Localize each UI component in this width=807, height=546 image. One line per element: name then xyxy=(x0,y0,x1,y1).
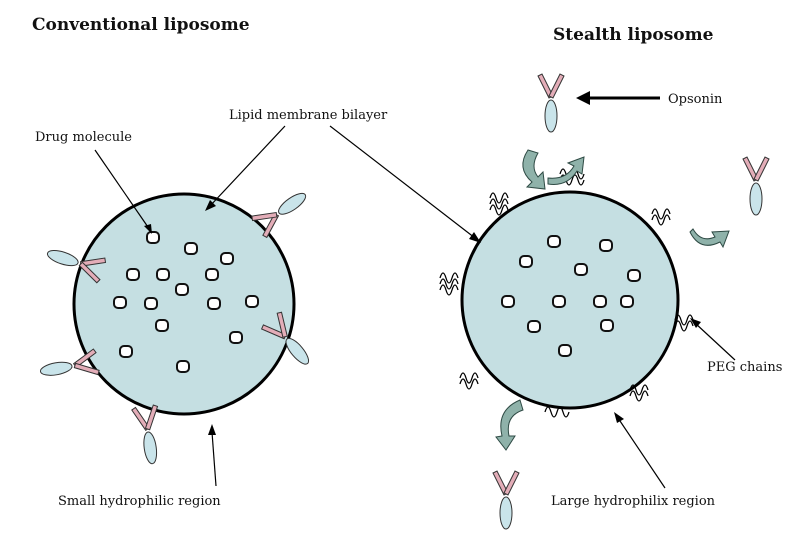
drug-molecule xyxy=(628,270,640,281)
drug-molecule xyxy=(208,298,220,309)
arrow-head xyxy=(614,412,624,423)
drug-molecule xyxy=(157,269,169,280)
drug-molecule xyxy=(621,296,633,307)
arrow-head xyxy=(469,232,481,243)
pointer-line xyxy=(695,323,735,360)
arrow-head xyxy=(208,424,216,435)
label-small-hydrophilic-region: Small hydrophilic region xyxy=(58,494,221,509)
curved-arrow-icon xyxy=(496,400,523,450)
opsonin-antibody xyxy=(493,471,519,529)
drug-molecule xyxy=(120,346,132,357)
pointer-line xyxy=(212,432,216,486)
drug-molecule xyxy=(127,269,139,280)
conventional-liposome xyxy=(74,194,294,414)
curved-arrow-icon xyxy=(523,150,545,189)
label-large-hydrophilic-region: Large hydrophilix region xyxy=(551,494,716,509)
drug-molecule xyxy=(600,240,612,251)
opsonin-antibody xyxy=(538,74,564,132)
drug-molecule xyxy=(575,264,587,275)
drug-molecule xyxy=(528,321,540,332)
pointer-line xyxy=(210,126,285,206)
drug-molecule xyxy=(145,298,157,309)
pointer-line xyxy=(330,126,475,238)
title-conventional: Conventional liposome xyxy=(32,15,250,35)
peg-chain xyxy=(652,209,670,225)
pointer-line xyxy=(618,418,665,488)
label-drug-molecule: Drug molecule xyxy=(35,130,132,145)
peg-chain xyxy=(460,373,478,389)
drug-molecule xyxy=(176,284,188,295)
opsonin-antibody xyxy=(38,349,100,385)
drug-molecule xyxy=(114,297,126,308)
stealth-liposome xyxy=(462,192,678,408)
drug-molecule xyxy=(520,256,532,267)
drug-molecule xyxy=(502,296,514,307)
drug-molecule xyxy=(147,232,159,243)
drug-molecule xyxy=(559,345,571,356)
title-stealth: Stealth liposome xyxy=(553,25,714,45)
drug-molecule xyxy=(206,269,218,280)
opsonin-antibody xyxy=(743,157,769,215)
label-peg-chains: PEG chains xyxy=(707,360,782,375)
peg-chain xyxy=(440,273,458,295)
curved-arrow-icon xyxy=(690,229,729,247)
drug-molecule xyxy=(594,296,606,307)
drug-molecule xyxy=(246,296,258,307)
drug-molecule xyxy=(185,243,197,254)
drug-molecule xyxy=(548,236,560,247)
drug-molecule xyxy=(221,253,233,264)
drug-molecule xyxy=(230,332,242,343)
label-opsonin: Opsonin xyxy=(668,92,723,107)
opsonin-antibody xyxy=(132,404,166,465)
drug-molecule xyxy=(177,361,189,372)
drug-molecule xyxy=(553,296,565,307)
arrow-head xyxy=(576,91,590,105)
drug-molecule xyxy=(156,320,168,331)
label-lipid-membrane: Lipid membrane bilayer xyxy=(229,108,388,123)
drug-molecule xyxy=(601,320,613,331)
